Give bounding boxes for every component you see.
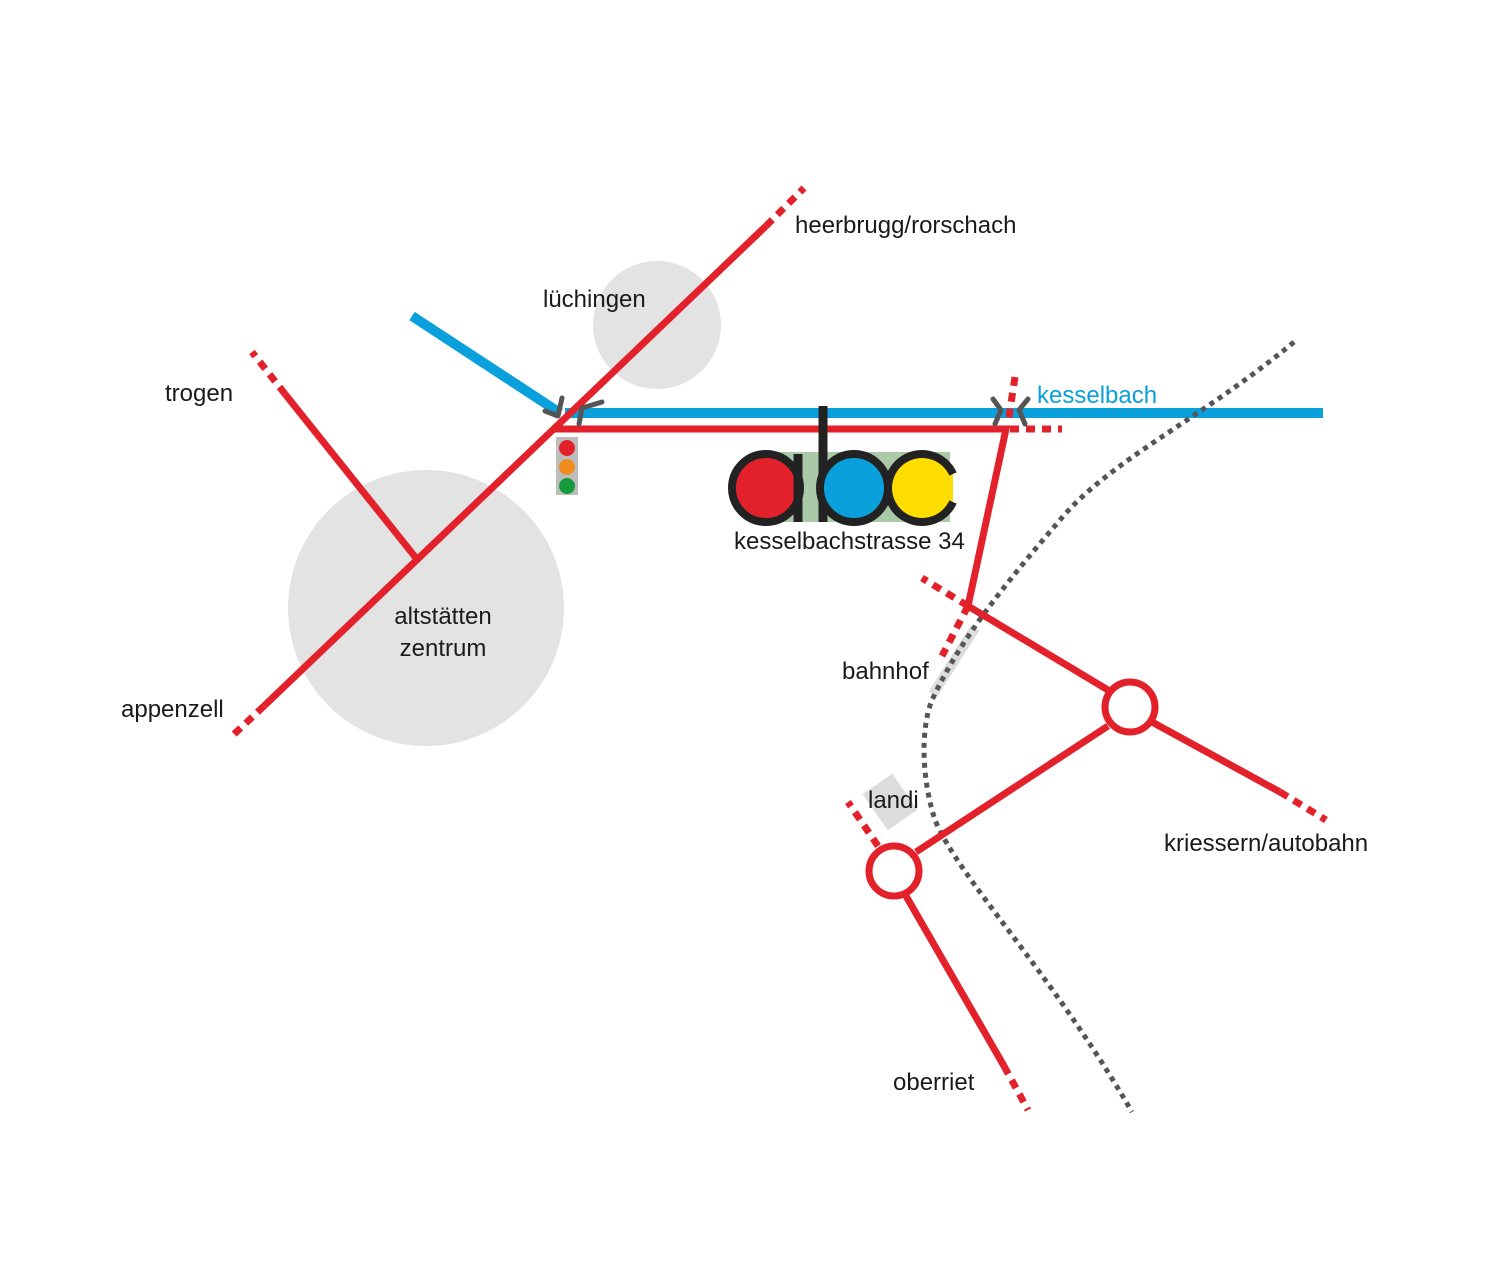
road-trogen-dash (249, 349, 288, 397)
roundabout-icon (1101, 678, 1159, 736)
road-main-diagonal-dash-bottom (227, 703, 267, 741)
railway-line (921, 340, 1296, 1114)
road-oberriet (902, 894, 1008, 1068)
abc-logo: a b c (728, 406, 957, 526)
road-kriessern (1150, 718, 1282, 796)
road-bahnhof-dash-nw (920, 575, 970, 609)
road-kriessern-dash (1278, 789, 1328, 823)
road-kesselbach-cross-dash (1004, 376, 1019, 424)
label-altstaetten: altstätten (394, 603, 491, 630)
bridge-icon (990, 396, 1031, 427)
river-tributary (409, 311, 563, 418)
logo-letter-c (884, 450, 957, 526)
label-kriessern: kriessern/autobahn (1164, 830, 1368, 857)
label-landi: landi (868, 787, 919, 814)
road-between-roundabouts (914, 723, 1110, 855)
logo-letter-b-bowl (816, 450, 892, 526)
road-oberriet-dash (1000, 1064, 1032, 1112)
bridge-icon (542, 395, 605, 427)
roundabout-icon (865, 842, 923, 900)
road-main-diagonal-dash-top (763, 185, 807, 229)
town-area-altstaetten (288, 470, 564, 746)
label-zentrum: zentrum (400, 635, 487, 662)
label-oberriet: oberriet (893, 1069, 975, 1096)
road-landi-dash (845, 800, 881, 848)
label-appenzell: appenzell (121, 696, 224, 723)
label-luechingen: lüchingen (543, 286, 646, 313)
label-kesselbach: kesselbach (1037, 382, 1157, 409)
label-trogen: trogen (165, 380, 233, 407)
landi-building (862, 773, 918, 831)
road-to-roundabout-east (966, 602, 1110, 694)
label-bahnhof: bahnhof (842, 658, 929, 685)
road-main-diagonal (261, 223, 769, 709)
traffic-light-icon (556, 437, 578, 495)
road-kesselbachstrasse (553, 425, 1011, 607)
logo-letter-a-bowl (728, 450, 804, 526)
label-address: kesselbachstrasse 34 (734, 528, 965, 555)
road-trogen (282, 391, 419, 561)
label-heerbrugg: heerbrugg/rorschach (795, 212, 1016, 239)
